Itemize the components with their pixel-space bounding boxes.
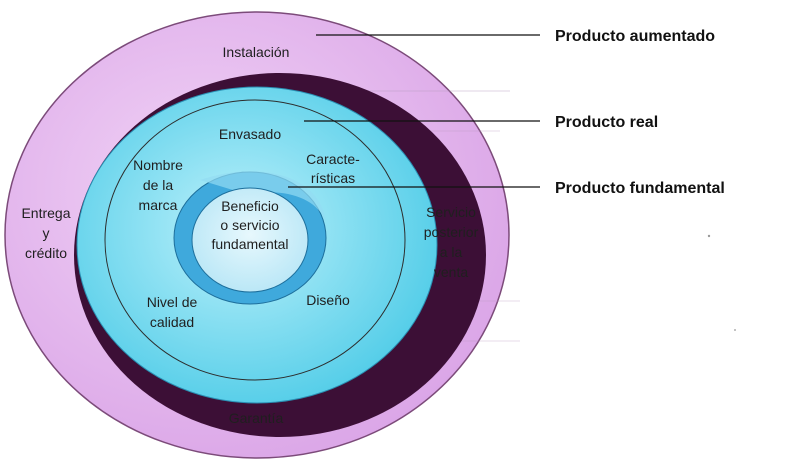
label-nivel-de-calidad: Nivel de calidad xyxy=(147,294,198,330)
svg-text:o servicio: o servicio xyxy=(220,217,279,233)
spiral-gap xyxy=(200,171,326,222)
label-beneficio-fundamental: Beneficio o servicio fundamental xyxy=(211,198,288,252)
label-servicio-posterior: Servicio posterior a la venta xyxy=(424,204,479,280)
callout-producto-real: Producto real xyxy=(555,114,658,131)
label-nombre-de-la-marca: Nombre de la marca xyxy=(133,157,183,213)
svg-text:Nombre: Nombre xyxy=(133,157,183,173)
svg-text:venta: venta xyxy=(434,264,468,280)
svg-text:rísticas: rísticas xyxy=(311,170,355,186)
svg-text:Nivel de: Nivel de xyxy=(147,294,198,310)
svg-text:marca: marca xyxy=(139,197,178,213)
label-diseno: Diseño xyxy=(306,292,350,308)
svg-text:Beneficio: Beneficio xyxy=(221,198,279,214)
actual-inner-boundary xyxy=(104,99,406,381)
label-entrega-credito: Entrega y crédito xyxy=(21,205,70,261)
svg-text:a la: a la xyxy=(440,244,463,260)
svg-text:Servicio: Servicio xyxy=(426,204,476,220)
svg-text:Caracte-: Caracte- xyxy=(306,151,360,167)
svg-text:crédito: crédito xyxy=(25,245,67,261)
svg-text:calidad: calidad xyxy=(150,314,194,330)
scan-speck xyxy=(734,329,736,331)
callout-producto-fundamental: Producto fundamental xyxy=(555,180,725,197)
scan-speck xyxy=(707,234,711,238)
svg-text:y: y xyxy=(43,225,50,241)
svg-text:Entrega: Entrega xyxy=(21,205,70,221)
label-instalacion: Instalación xyxy=(223,44,290,60)
svg-text:de la: de la xyxy=(143,177,174,193)
core-product-center xyxy=(191,187,309,293)
label-envasado: Envasado xyxy=(219,126,281,142)
label-garantia: Garantía xyxy=(229,410,284,426)
label-caracteristicas: Caracte- rísticas xyxy=(306,151,360,186)
svg-text:posterior: posterior xyxy=(424,224,479,240)
svg-text:fundamental: fundamental xyxy=(211,236,288,252)
callout-producto-aumentado: Producto aumentado xyxy=(555,28,715,45)
